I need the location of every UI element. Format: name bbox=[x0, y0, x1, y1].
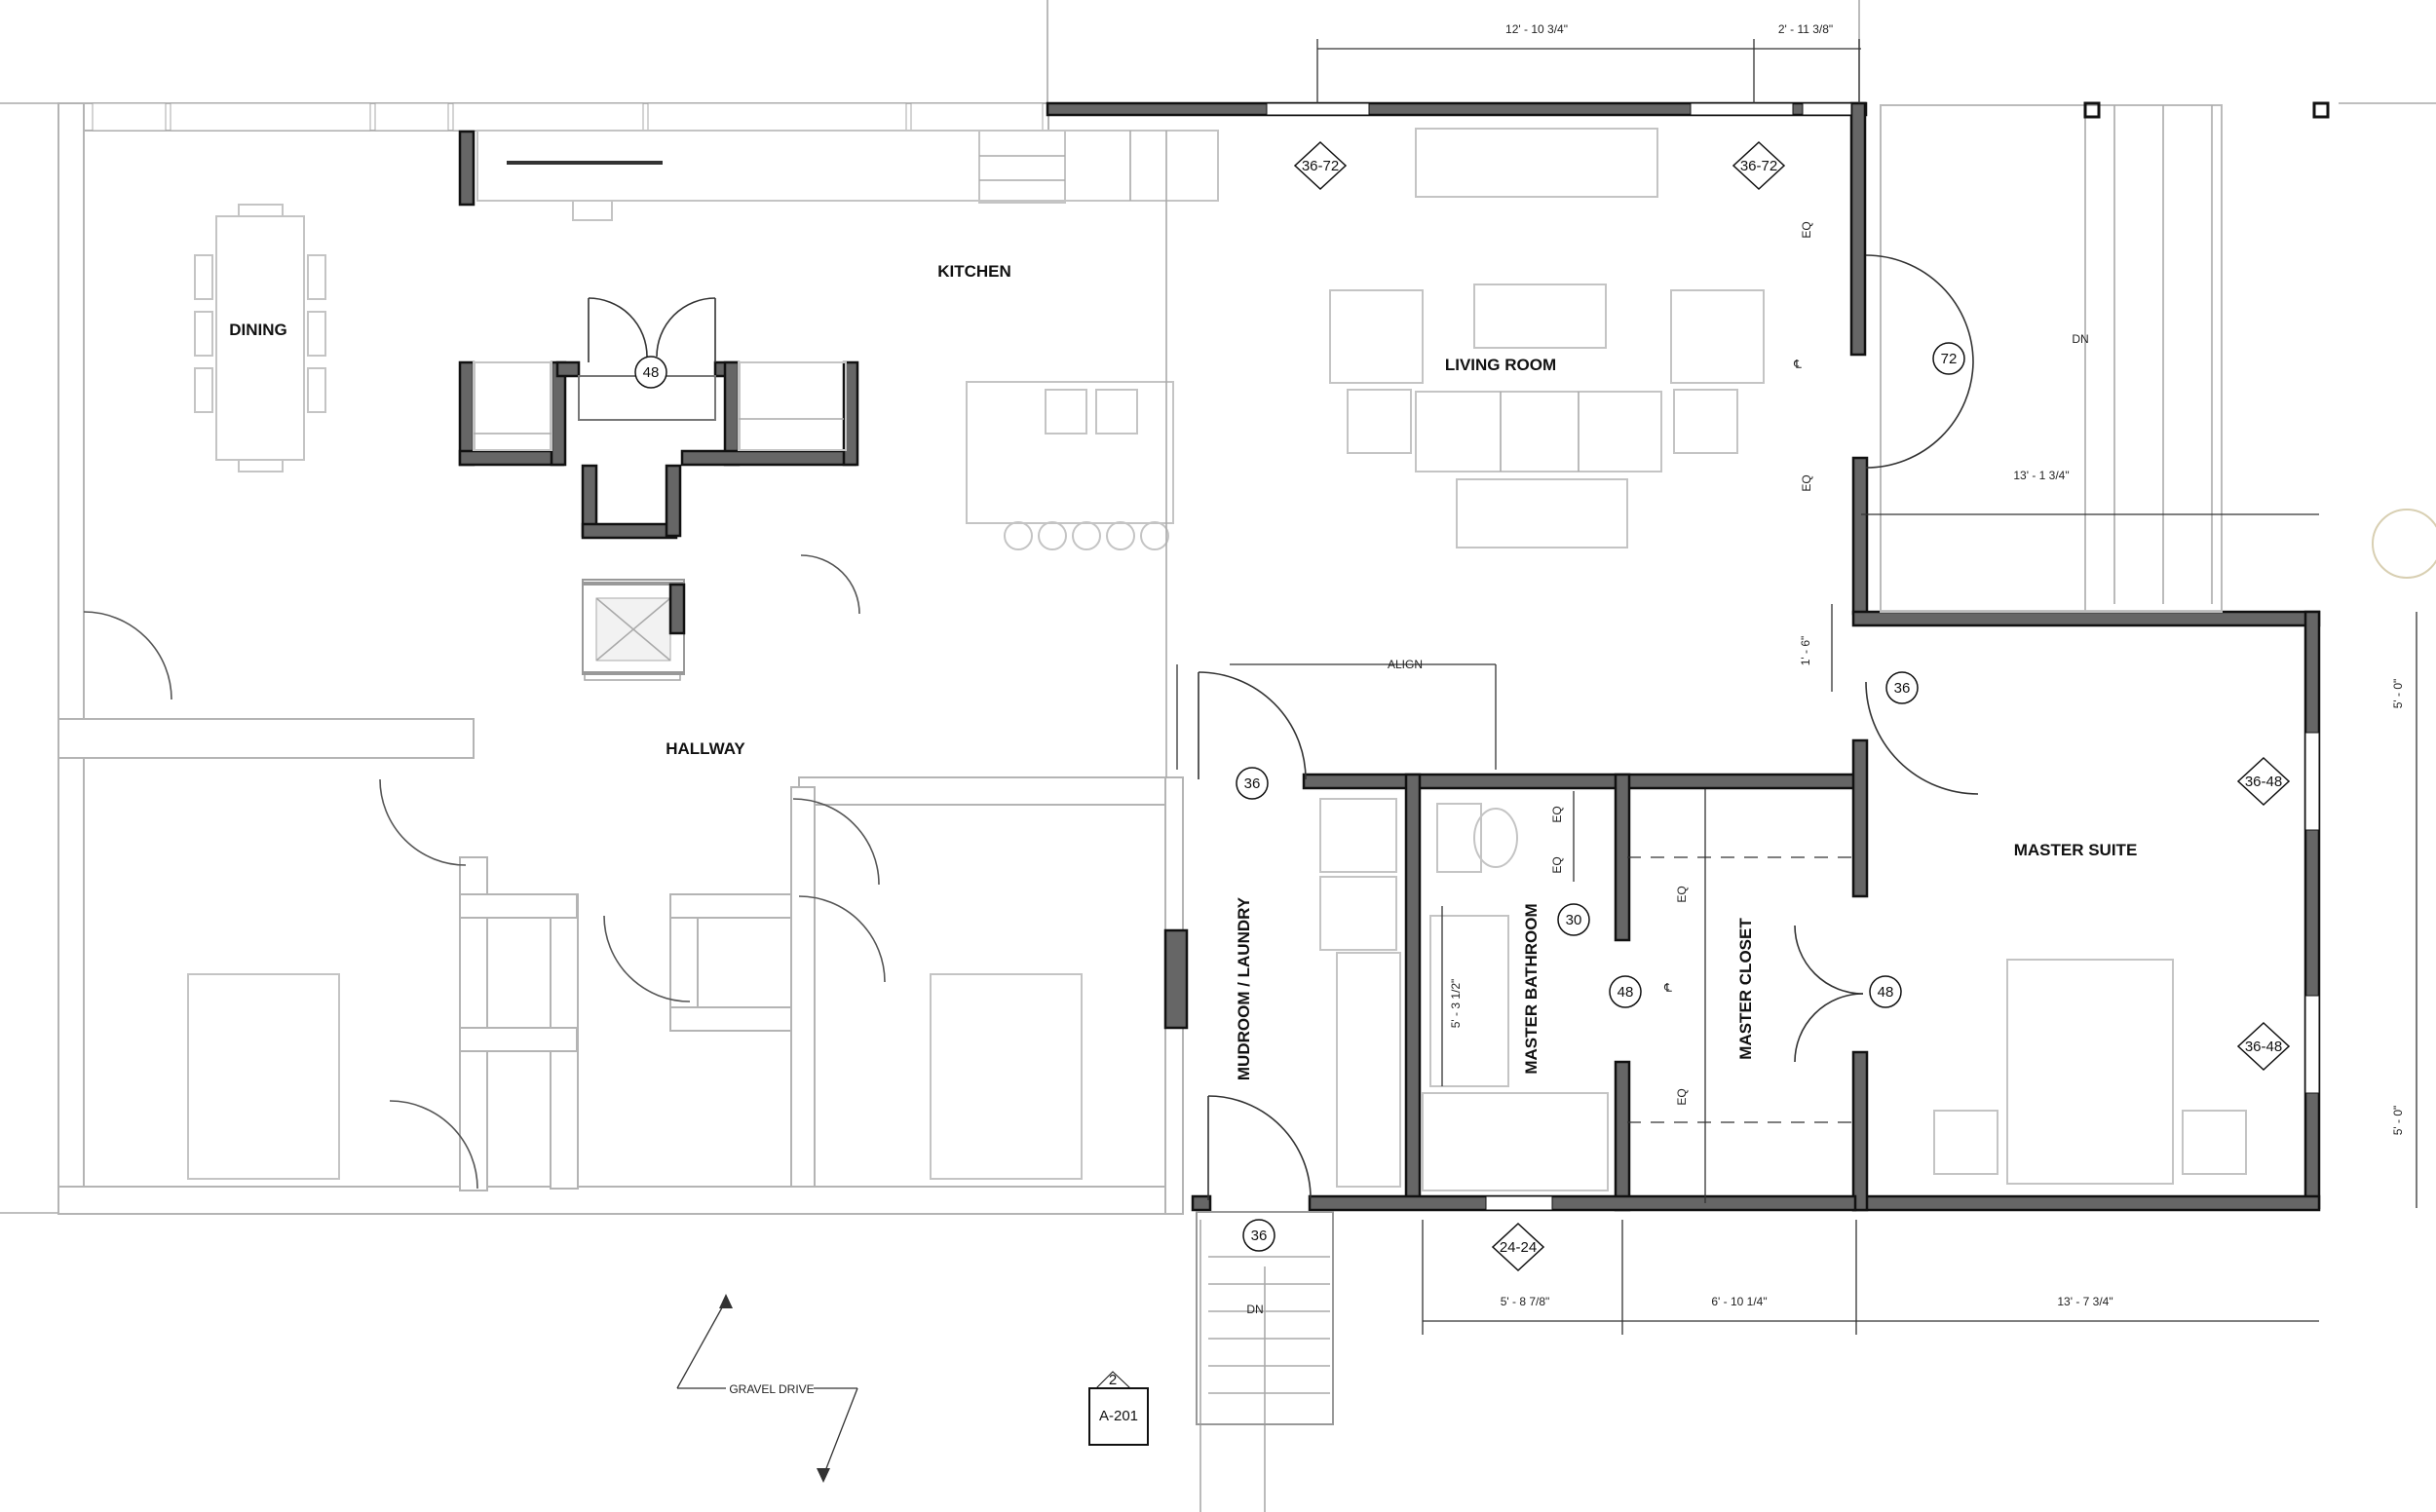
window-tag-bath: 24-24 bbox=[1491, 1222, 1545, 1272]
deck bbox=[1865, 101, 2436, 795]
section-marker-number: 2 bbox=[1109, 1372, 1117, 1388]
kitchen-counters bbox=[476, 130, 1219, 221]
dim-top-main: 12' - 10 3/4" bbox=[1505, 22, 1568, 36]
svg-text:48: 48 bbox=[643, 364, 660, 381]
note-gravel-drive: GRAVEL DRIVE bbox=[729, 1382, 814, 1396]
chimney-bottom-unit bbox=[582, 584, 685, 673]
section-marker bbox=[1088, 1371, 1149, 1446]
room-label-master-closet: MASTER CLOSET bbox=[1736, 918, 1755, 1060]
dim-deck: 13' - 1 3/4" bbox=[2013, 469, 2069, 482]
new-walls bbox=[458, 101, 2321, 1212]
door-tag-mudroom-top: 36 bbox=[1236, 767, 1269, 800]
dining-table bbox=[194, 204, 326, 472]
dim-step: 1' - 6" bbox=[1799, 636, 1812, 666]
dimension-lines bbox=[1176, 39, 2417, 1335]
note-down-stair: DN bbox=[1246, 1303, 1263, 1316]
mudroom-doors bbox=[1196, 671, 1334, 1425]
dim-window-lower: 5' - 0" bbox=[2391, 1106, 2405, 1136]
svg-text:24-24: 24-24 bbox=[1500, 1239, 1537, 1256]
bedroom-beds bbox=[187, 973, 1083, 1180]
door-tag-bath: 30 bbox=[1557, 903, 1590, 936]
kitchen-island bbox=[966, 381, 1174, 550]
svg-text:48: 48 bbox=[1618, 984, 1634, 1001]
closet-fixtures bbox=[1627, 789, 1864, 1203]
room-label-master-suite: MASTER SUITE bbox=[2014, 841, 2138, 859]
living-furniture bbox=[1329, 128, 1765, 548]
note-eq-4: EQ bbox=[1550, 856, 1564, 873]
note-eq-1: EQ bbox=[1800, 221, 1813, 238]
tree-icon bbox=[2372, 509, 2436, 579]
door-tag-entry: 36 bbox=[1885, 671, 1919, 704]
room-label-living-room: LIVING ROOM bbox=[1445, 356, 1556, 374]
dim-top-right: 2' - 11 3/8" bbox=[1778, 22, 1833, 36]
svg-text:72: 72 bbox=[1941, 351, 1958, 367]
note-eq-5: EQ bbox=[1675, 886, 1689, 902]
pantry-shelves bbox=[473, 297, 847, 451]
note-eq-6: EQ bbox=[1675, 1088, 1689, 1105]
bath-fixtures bbox=[1422, 803, 1609, 1191]
dim-bath-depth: 5' - 3 1/2" bbox=[1449, 979, 1463, 1029]
svg-text:36-48: 36-48 bbox=[2245, 1039, 2282, 1055]
note-align: ALIGN bbox=[1388, 658, 1423, 671]
window-tag-suite-upper: 36-48 bbox=[2236, 756, 2291, 807]
toilet-icon bbox=[1473, 808, 1518, 868]
door-tag-suite: 48 bbox=[1869, 975, 1902, 1008]
svg-text:36-72: 36-72 bbox=[1302, 158, 1339, 174]
room-label-dining: DINING bbox=[229, 321, 287, 339]
suite-bed bbox=[1933, 959, 2247, 1185]
dim-window-upper: 5' - 0" bbox=[2391, 679, 2405, 709]
svg-text:36: 36 bbox=[1894, 680, 1911, 697]
laundry-appliances bbox=[1319, 798, 1401, 1188]
svg-text:36-72: 36-72 bbox=[1740, 158, 1777, 174]
window-tag-living-right: 36-72 bbox=[1732, 140, 1786, 191]
suite-windows bbox=[1485, 732, 2320, 1211]
svg-text:30: 30 bbox=[1566, 912, 1582, 928]
section-marker-sheet: A-201 bbox=[1099, 1408, 1138, 1424]
room-label-master-bathroom: MASTER BATHROOM bbox=[1522, 903, 1541, 1074]
range-hood-icon bbox=[978, 130, 1066, 204]
window-tag-living-left: 36-72 bbox=[1293, 140, 1348, 191]
room-label-kitchen: KITCHEN bbox=[937, 262, 1011, 281]
note-down-deck: DN bbox=[2072, 332, 2088, 346]
door-tag-pantry: 48 bbox=[634, 356, 667, 389]
svg-text:36: 36 bbox=[1244, 775, 1261, 792]
dim-closet-width: 6' - 10 1/4" bbox=[1711, 1295, 1767, 1308]
dim-suite-width: 13' - 7 3/4" bbox=[2057, 1295, 2112, 1308]
door-tag-mudroom-bottom: 36 bbox=[1242, 1219, 1275, 1252]
door-tag-living: 72 bbox=[1932, 342, 1965, 375]
window-tag-suite-lower: 36-48 bbox=[2236, 1021, 2291, 1072]
room-label-hallway: HALLWAY bbox=[666, 739, 745, 758]
dim-bath-width: 5' - 8 7/8" bbox=[1501, 1295, 1550, 1308]
svg-text:36-48: 36-48 bbox=[2245, 774, 2282, 790]
note-centerline-1: ℄ bbox=[1793, 358, 1802, 371]
existing-windows-top bbox=[92, 102, 1044, 132]
note-eq-2: EQ bbox=[1800, 474, 1813, 491]
door-tag-bath-closet: 48 bbox=[1609, 975, 1642, 1008]
note-centerline-2: ℄ bbox=[1663, 981, 1672, 995]
gravel-drive-arrow bbox=[676, 1294, 858, 1483]
note-eq-3: EQ bbox=[1550, 806, 1564, 822]
room-label-mudroom: MUDROOM / LAUNDRY bbox=[1235, 896, 1253, 1080]
svg-text:48: 48 bbox=[1878, 984, 1894, 1001]
svg-text:36: 36 bbox=[1251, 1228, 1268, 1244]
hallway-doors bbox=[83, 554, 886, 1190]
shower-icon bbox=[1422, 1092, 1609, 1191]
